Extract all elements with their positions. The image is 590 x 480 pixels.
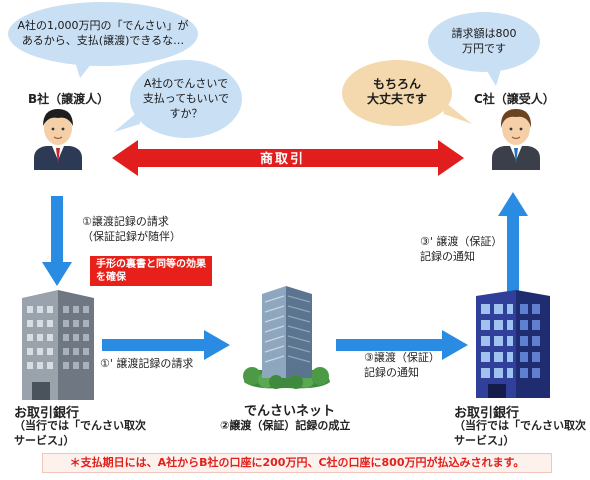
left-bank-sub-line-2: サービス」） [14,434,75,447]
step1-label: ①譲渡記録の請求 （保証記録が随伴） [82,214,181,244]
c-person-icon [492,109,540,170]
right-bank-title: お取引銀行 [454,406,520,421]
b-person-icon [34,109,82,170]
right-bank-building-icon [476,290,550,398]
step3-prime-line-2: 記録の通知 [420,250,475,263]
left-bank-title: お取引銀行 [14,406,80,421]
c-company-label: C社（譲受人） [474,92,555,106]
right-arrow-densai-to-bank [336,330,468,360]
c-reply-line-1: もちろん [372,77,421,91]
c-speech-tail-top [484,66,502,86]
step1-line-2: （保証記録が随伴） [82,230,181,243]
right-arrow-bank-to-densai [102,330,230,360]
left-bank-sub-line-1: （当行では「でんさい取次 [14,419,146,432]
b-speech-line-1: A社の1,000万円の「でんさい」が [17,19,189,32]
step1-prime-label: ①' 譲渡記録の請求 [100,357,194,370]
b-company-label: B社（譲渡人） [28,92,110,106]
down-arrow-b-to-bank [42,196,72,286]
densai-net-building-icon [243,286,330,389]
right-bank-sub: （当行では「でんさい取次 サービス」） [454,418,586,448]
left-bank-sub: （当行では「でんさい取次 サービス」） [14,418,146,448]
trade-double-arrow [112,140,464,176]
payment-footnote: ＊支払期日には、A社からB社の口座に200万円、C社の口座に800万円が払込みさ… [42,453,552,473]
step3-prime-label: ③' 譲渡（保証） 記録の通知 [420,234,502,264]
step3-line-1: ③譲渡（保証） [364,351,440,364]
c-speech-line-1: 請求額は800 [451,27,517,40]
b-speech-line-2: あるから、支払(譲渡)できるな… [21,34,185,47]
right-bank-sub-line-1: （当行では「でんさい取次 [454,419,586,432]
step3-prime-line-1: ③' 譲渡（保証） [420,235,503,248]
b-speech2-line-3: すか？ [169,107,203,120]
b-speech-bubble-second: A社のでんさいで 支払ってもいいで すか？ [130,60,242,138]
left-bank-building-icon [22,290,94,400]
c-speech-bubble-top: 請求額は800 万円です [428,12,540,72]
b-speech2-line-2: 支払ってもいいで [142,92,230,105]
c-reply-bubble: もちろん 大丈夫です [342,60,452,126]
up-arrow-bank-to-c [498,192,528,292]
b-speech-tail-second [114,110,140,132]
c-speech-line-2: 万円です [462,42,506,55]
b-speech-bubble-top: A社の1,000万円の「でんさい」が あるから、支払(譲渡)できるな… [8,2,198,66]
b-speech-tail-top [74,58,96,78]
right-bank-sub-line-2: サービス」） [454,434,515,447]
step3-label: ③譲渡（保証） 記録の通知 [364,350,440,380]
effect-badge-line-2: を確保 [96,272,126,283]
c-reply-line-2: 大丈夫です [366,92,427,106]
step1-line-1: ①譲渡記録の請求 [82,215,169,228]
b-speech2-line-1: A社のでんさいで [143,77,229,90]
step3-line-2: 記録の通知 [364,366,419,379]
c-reply-tail [440,98,472,124]
effect-badge-line-1: 手形の裏書と同等の効果 [96,259,206,270]
densai-net-sub: ②譲渡（保証）記録の成立 [220,419,351,432]
densai-net-title: でんさいネット [244,404,336,419]
trade-label: 商取引 [260,152,306,167]
effect-badge: 手形の裏書と同等の効果 を確保 [90,256,212,286]
